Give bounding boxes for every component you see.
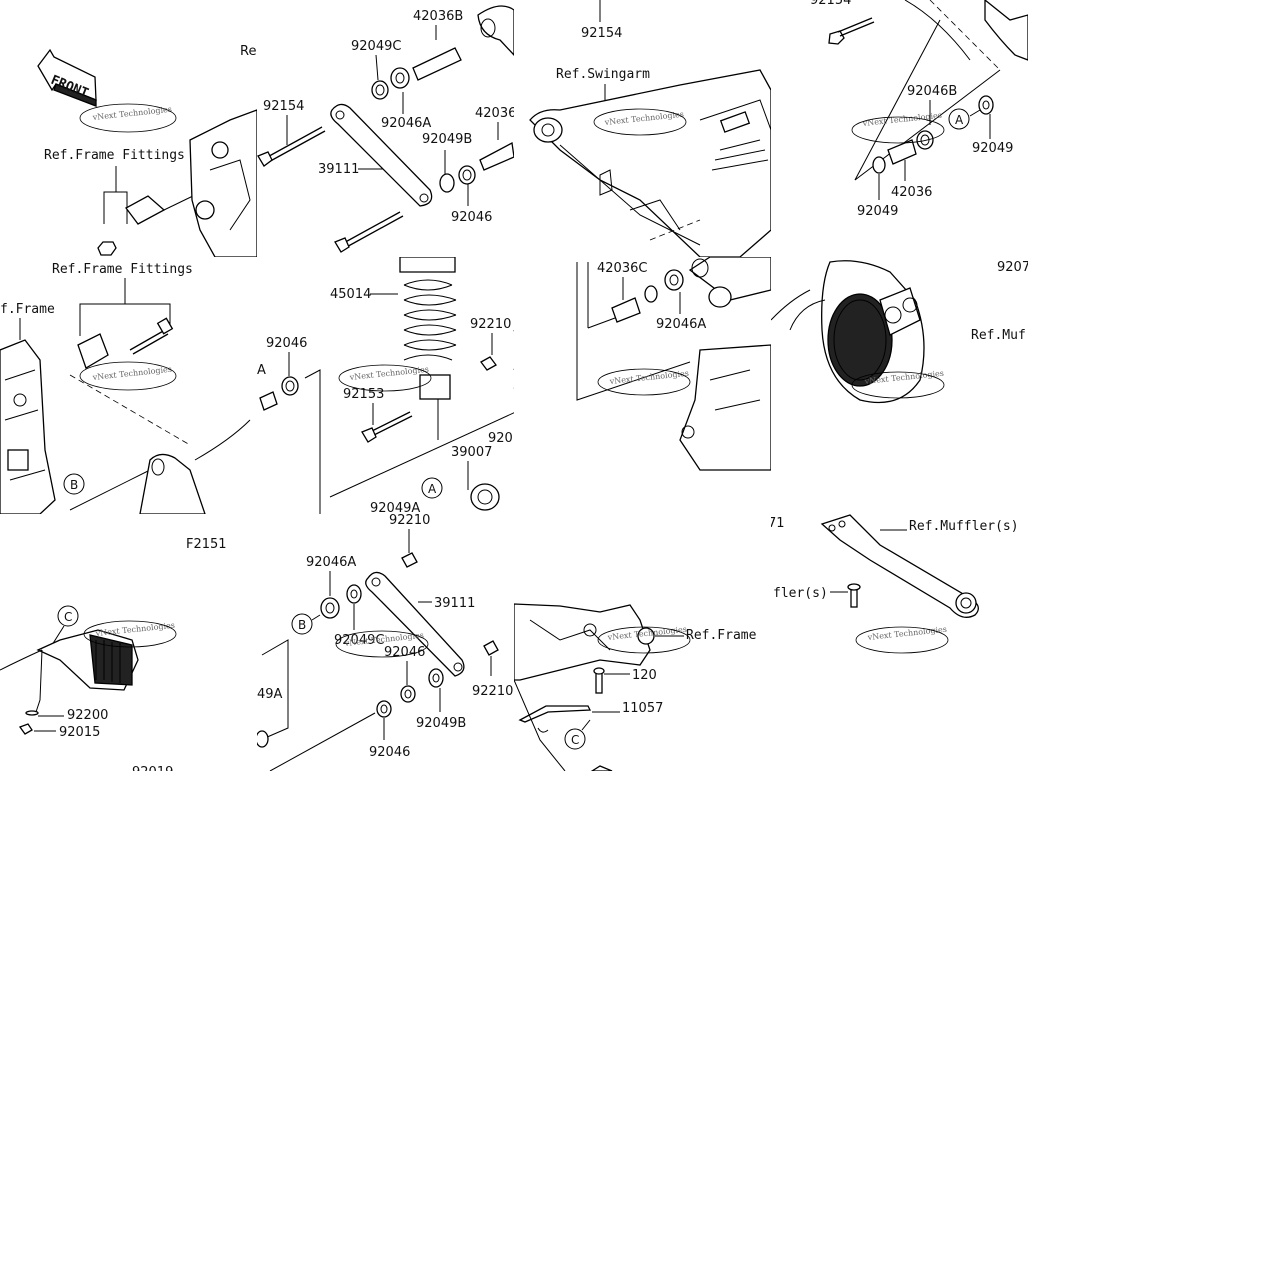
- label-920-partial: 920: [488, 431, 513, 446]
- label-42036-b: 42036: [891, 185, 932, 200]
- label-92049-a: 92049: [972, 141, 1013, 156]
- label-92154-b: 92154: [581, 26, 622, 41]
- label-92154: 92154: [263, 99, 304, 114]
- ref-frame-partial-label: f.Frame: [0, 302, 55, 317]
- label-92200: 92200: [67, 708, 108, 723]
- label-120-partial: 120: [632, 668, 657, 683]
- label-92046-c: 92046: [384, 645, 425, 660]
- label-92049-b: 92049: [857, 204, 898, 219]
- label-39007: 39007: [451, 445, 492, 460]
- callout-B-text: B: [70, 478, 78, 492]
- watermark-5: vNext Technologies: [79, 361, 177, 391]
- ref-muffler-partial-label: Ref.Muf: [971, 328, 1026, 343]
- label-92046A-b: 92046A: [656, 317, 706, 332]
- label-39111: 39111: [318, 162, 359, 177]
- tile-rear-shock: 45014 92210 92046 A 92153 92210 920 3900…: [257, 257, 554, 516]
- tile-front-frame-fittings: FRONT vNext Technologies Ref.Frame Fitti…: [37, 44, 257, 257]
- label-92046A: 92046A: [381, 116, 431, 131]
- callout-C-right-text: C: [571, 733, 579, 747]
- callout-A-text: A: [955, 113, 964, 127]
- callout-C-text: C: [64, 610, 72, 624]
- label-92046B: 92046B: [907, 84, 957, 99]
- tile-muffler-mount-upper: 92154 92046B A 92049 42036 92049 vNext T…: [810, 0, 1028, 219]
- front-arrow-badge: FRONT: [37, 48, 97, 107]
- label-92046: 92046: [451, 210, 492, 225]
- label-9207-partial: 9207: [997, 260, 1030, 275]
- tile-shock-linkage-upper: 42036B 92049C 92046A 92154 39111 92049B …: [257, 5, 516, 253]
- watermark-7: vNext Technologies: [597, 368, 691, 396]
- callout-circle-B-left: [63, 473, 85, 495]
- watermark-12: vNext Technologies: [855, 625, 949, 654]
- label-11057: 11057: [622, 701, 663, 716]
- watermark-1: vNext Technologies: [79, 103, 177, 133]
- tile-muffler-bracket: 71 Ref.Muffler(s) fler(s) vNext Technolo…: [768, 514, 1019, 654]
- label-92210-c: 92210: [389, 513, 430, 528]
- tile-frame-bracket: Ref.Frame 120 11057 C vNext Technologies: [514, 603, 757, 771]
- label-92049B-b: 92049B: [416, 716, 466, 731]
- ref-frame-fittings-label-b: Ref.Frame Fittings: [52, 262, 193, 277]
- callout-circle-A-top: [948, 108, 970, 130]
- tile-shock-reservoir: F2151 C 92200 92015 92019 vNext Technolo…: [0, 537, 227, 780]
- label-92015: 92015: [59, 725, 100, 740]
- label-92210-a: 92210: [470, 317, 511, 332]
- label-92049A: 92049A: [370, 501, 420, 516]
- ref-partial-label: Re: [240, 44, 256, 59]
- watermark-10: vNext Technologies: [335, 630, 429, 658]
- callout-circle-B-mid: [291, 613, 313, 635]
- tile-swingarm-pivot: 92154A 42036C 92046A vNext Technologies: [552, 246, 771, 471]
- ref-mufflers-partial-label: fler(s): [773, 586, 828, 601]
- callout-circle-C-left: [57, 605, 79, 627]
- label-92210-d: 92210: [472, 684, 513, 699]
- callout-B-mid-text: B: [298, 618, 306, 632]
- label-partial-bottom: 92019: [132, 765, 173, 780]
- label-49A-partial: 49A: [257, 687, 283, 702]
- label-39111-b: 39111: [434, 596, 475, 611]
- ref-frame-label: Ref.Frame: [686, 628, 757, 643]
- label-92046-b: 92046: [266, 336, 307, 351]
- label-42036B: 42036B: [413, 9, 463, 24]
- label-partial-top: 92154: [810, 0, 851, 8]
- label-92046-d: 92046: [369, 745, 410, 760]
- label-92049C-b: 92049C: [334, 633, 384, 648]
- callout-A-mid-text: A: [428, 482, 437, 496]
- label-92154A: 92154A: [552, 246, 602, 261]
- label-92049B: 92049B: [422, 132, 472, 147]
- svg-text:vNext Technologies: vNext Technologies: [91, 365, 172, 382]
- callout-circle-A-mid: [421, 477, 443, 499]
- figure-code: F2151: [186, 537, 227, 552]
- svg-text:vNext Technologies: vNext Technologies: [608, 369, 689, 386]
- tile-rear-frame-fittings: Ref.Frame Fittings f.Frame B vNext Techn…: [0, 262, 251, 514]
- label-42036C: 42036C: [597, 261, 647, 276]
- tile-shock-linkage-lower: 92210 92046A 92049C B 39111 92046 92049B…: [257, 513, 513, 771]
- ref-mufflers-label: Ref.Muffler(s): [909, 519, 1019, 534]
- partial-label-left: A: [257, 363, 266, 378]
- svg-text:vNext Technologies: vNext Technologies: [861, 111, 942, 128]
- label-92049C: 92049C: [351, 39, 401, 54]
- label-71-partial: 71: [768, 516, 785, 531]
- tile-swingarm: 92154 Ref.Swingarm vNext Technologies: [529, 0, 771, 257]
- label-45014: 45014: [330, 287, 371, 302]
- callout-circle-C-right: [564, 728, 586, 750]
- ref-frame-fittings-label: Ref.Frame Fittings: [44, 148, 185, 163]
- label-92046A-c: 92046A: [306, 555, 356, 570]
- label-42036: 42036: [475, 106, 516, 121]
- label-92210-b: 92210: [513, 384, 554, 399]
- watermark-6: vNext Technologies: [338, 364, 432, 392]
- ref-swingarm-label: Ref.Swingarm: [556, 67, 650, 82]
- tile-muffler-clamp: 9207 Ref.Muf vNext Technologies: [771, 260, 1030, 404]
- svg-text:vNext Technologies: vNext Technologies: [94, 621, 175, 638]
